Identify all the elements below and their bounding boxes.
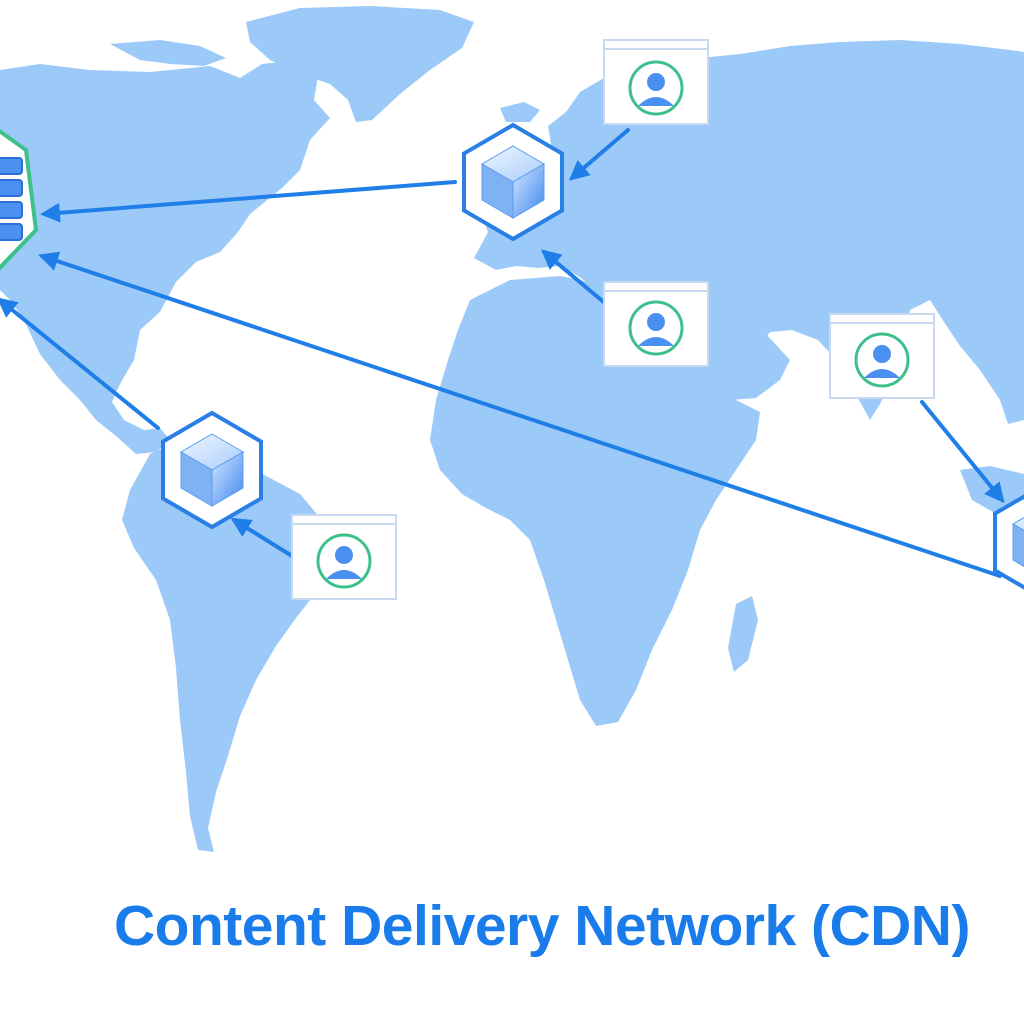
- user-window-india: [829, 313, 935, 399]
- user-window-south-america: [291, 514, 397, 600]
- edge-node-asia: [993, 494, 1024, 590]
- diagram-title: Content Delivery Network (CDN): [114, 894, 970, 958]
- arrow-user-south-america-to-edge: [230, 517, 294, 558]
- africa-landmass: [430, 276, 760, 726]
- greenland-landmass: [246, 6, 474, 122]
- user-window-north-europe: [603, 39, 709, 125]
- cube-icon: [180, 433, 244, 507]
- user-browser-icon: [628, 300, 684, 356]
- user-browser-icon: [854, 332, 910, 388]
- edge-node-south-america: [161, 410, 263, 530]
- user-window-north-africa: [603, 281, 709, 367]
- arrow-edge-asia-to-origin: [38, 251, 1002, 578]
- connections: [0, 128, 1005, 578]
- north-america-landmass: [0, 60, 330, 454]
- arrow-user-north-europe-to-edge: [568, 128, 630, 181]
- madagascar-landmass: [728, 596, 758, 672]
- arabia-landmass: [690, 320, 790, 400]
- edge-hexagon: [993, 494, 1024, 590]
- origin-server-node: [0, 128, 39, 271]
- iceland-landmass: [500, 102, 540, 122]
- server-stack-icon: [0, 157, 23, 241]
- arctic-islands-landmass: [110, 40, 226, 66]
- user-browser-icon: [628, 60, 684, 116]
- arrow-user-north-africa-to-edge: [540, 249, 608, 306]
- cube-icon: [481, 145, 545, 219]
- user-browser-icon: [316, 533, 372, 589]
- arrow-edge-south-america-to-origin: [0, 297, 160, 430]
- cube-icon: [1012, 517, 1024, 567]
- arrow-user-india-to-edge: [920, 400, 1005, 504]
- arrow-edge-europe-to-origin: [40, 180, 457, 223]
- edge-node-europe: [462, 122, 564, 242]
